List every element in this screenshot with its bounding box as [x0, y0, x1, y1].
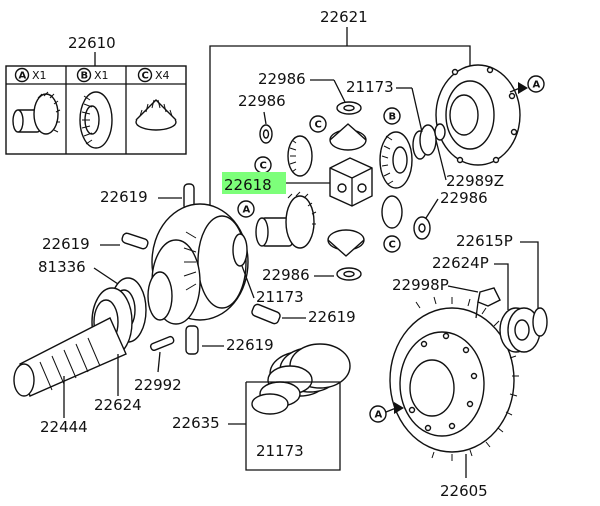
kit-cell-a: A X1 [14, 67, 47, 83]
ring-gear-22605 [389, 296, 519, 461]
shim-pack-22635 [251, 343, 351, 415]
label-21173-b: 21173 [256, 288, 304, 306]
kit-bevel-gear-icon [79, 91, 113, 149]
svg-text:X1: X1 [32, 69, 47, 82]
label-22619-c: 22619 [308, 308, 356, 326]
callout-c-1: C [309, 115, 327, 133]
label-21173-a: 21173 [346, 78, 394, 96]
diff-case-part [147, 203, 249, 325]
svg-text:B: B [81, 71, 89, 82]
pin-22619-c [251, 303, 281, 325]
kit-side-gear-icon [12, 91, 61, 135]
seal-22615p [532, 307, 548, 337]
label-22986-a: 22986 [258, 70, 306, 88]
pinion-gear-right [381, 195, 403, 229]
kit-cell-b: B X1 [76, 67, 109, 83]
label-22615p: 22615P [456, 232, 513, 250]
pin-22619-b [121, 232, 149, 250]
kit-pinion-gear-icon [135, 99, 177, 131]
callout-a-bottom: A [369, 402, 404, 423]
svg-text:B: B [389, 112, 397, 123]
kit-cell-c: C X4 [137, 67, 170, 83]
axle-shaft-22444 [13, 317, 127, 397]
svg-text:C: C [260, 161, 267, 172]
svg-text:A: A [533, 80, 541, 91]
pinion-gear-bottom [327, 229, 365, 257]
thrust-washer-22986-right [413, 216, 431, 240]
label-22621: 22621 [320, 8, 368, 26]
label-22619-b: 22619 [42, 235, 90, 253]
svg-text:C: C [315, 120, 322, 131]
bearing-22624p [499, 307, 541, 353]
pinion-gear-top [329, 123, 367, 151]
side-washer-21173-mid [232, 233, 248, 267]
svg-text:X4: X4 [155, 69, 170, 82]
side-gear-b [379, 131, 413, 189]
label-22998p: 22998P [392, 276, 449, 294]
label-22605: 22605 [440, 482, 488, 500]
kit-22610: 22610 A X1 B X1 C X4 [5, 34, 187, 155]
label-22992: 22992 [134, 376, 182, 394]
carrier-flange-part [435, 64, 521, 166]
label-22618: 22618 [224, 176, 272, 194]
bolt-22998p [475, 287, 501, 319]
thrust-washer-22986-left [259, 124, 273, 144]
label-22619-a: 22619 [100, 188, 148, 206]
svg-text:A: A [243, 205, 251, 216]
cross-block-22618 [329, 157, 373, 207]
label-22444: 22444 [40, 418, 88, 436]
svg-text:X1: X1 [94, 69, 109, 82]
pin-22619-d [185, 325, 199, 355]
side-gear-a-inner [255, 191, 317, 249]
label-22986-d: 22986 [262, 266, 310, 284]
callout-a-mid: A [237, 200, 255, 218]
label-22624p: 22624P [432, 254, 489, 272]
pin-22992 [149, 335, 175, 351]
label-22624: 22624 [94, 396, 142, 414]
highlight-22618 [222, 172, 286, 194]
label-22635: 22635 [172, 414, 220, 432]
svg-text:C: C [389, 240, 396, 251]
callout-b: B [383, 107, 401, 125]
label-22989z: 22989Z [446, 172, 504, 190]
svg-text:C: C [142, 71, 149, 82]
label-22986-c: 22986 [440, 189, 488, 207]
label-22619-d: 22619 [226, 336, 274, 354]
label-21173-c: 21173 [256, 442, 304, 460]
svg-text:A: A [19, 71, 27, 82]
callout-c-2: C [254, 156, 272, 174]
label-22986-b: 22986 [238, 92, 286, 110]
pinion-gear-left [287, 135, 313, 177]
label-81336: 81336 [38, 258, 86, 276]
label-22610: 22610 [68, 34, 116, 52]
callout-a-top: A [509, 75, 545, 94]
thrust-washer-22986-bottom [336, 267, 362, 281]
callout-c-3: C [383, 235, 401, 253]
svg-text:A: A [375, 410, 383, 421]
thrust-washer-22986-top [336, 101, 362, 115]
side-washer-21173-right [412, 123, 446, 160]
bracket-22621: 22621 [209, 8, 471, 305]
